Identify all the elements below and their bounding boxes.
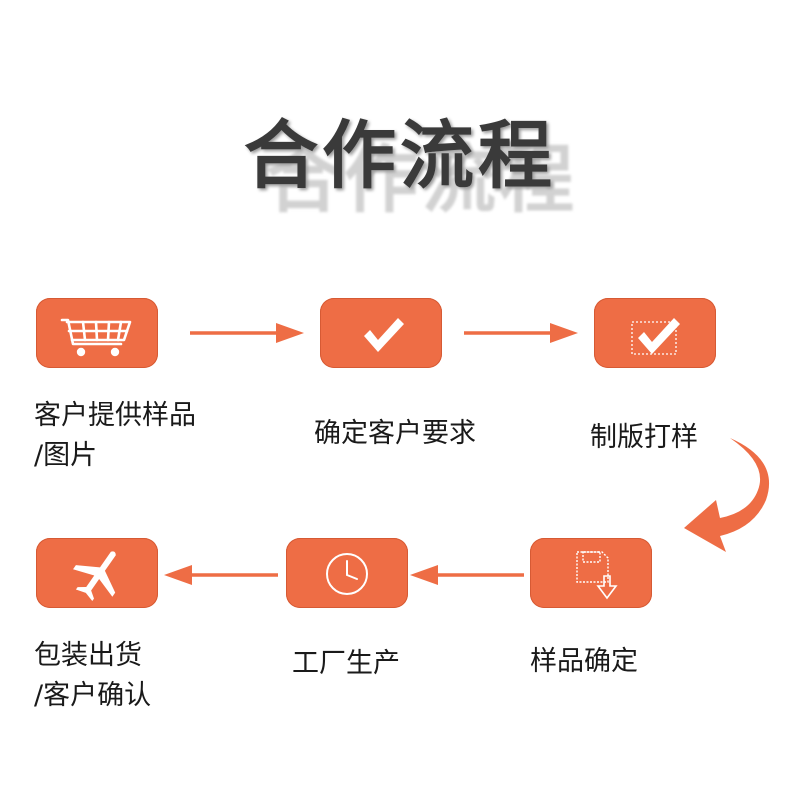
floppy-download-icon — [576, 551, 618, 600]
title-text: 合作流程 — [244, 113, 556, 199]
title-shadow-text: 合作流程 — [266, 137, 578, 223]
step-1-box — [36, 298, 158, 368]
arrow-step4-to-step5 — [410, 565, 524, 585]
step-2-label: 确定客户要求 — [314, 414, 476, 454]
step-1-label: 客户提供样品 /图片 — [34, 396, 196, 476]
step-3-label-line1: 制版打样 — [590, 422, 698, 453]
checkmark-icon — [364, 318, 404, 352]
step-4-label-line1: 样品确定 — [530, 646, 638, 677]
arrow-step5-to-step6 — [164, 565, 278, 585]
step-6-label-line2: /客户确认 — [34, 680, 152, 711]
step-5-label-line1: 工厂生产 — [292, 648, 400, 679]
shopping-cart-icon — [60, 318, 132, 357]
step-6-label: 包装出货 /客户确认 — [34, 636, 151, 716]
step-1-label-line1: 客户提供样品 — [34, 400, 196, 431]
diagram-title: 合作流程 合作流程 — [0, 96, 800, 223]
step-6-label-line1: 包装出货 — [34, 640, 142, 671]
step-1-label-line2: /图片 — [34, 440, 98, 471]
curved-arrow-step3-to-step4 — [684, 438, 770, 552]
step-3-box — [594, 298, 716, 368]
step-5-box — [286, 538, 408, 608]
step-2-box — [320, 298, 442, 368]
step-4-box — [530, 538, 652, 608]
arrow-step1-to-step2 — [190, 323, 304, 343]
airplane-icon — [73, 551, 116, 602]
step-4-label: 样品确定 — [530, 642, 638, 682]
checkbox-check-icon — [631, 318, 680, 355]
step-6-box — [36, 538, 158, 608]
step-5-label: 工厂生产 — [292, 644, 400, 684]
arrow-step2-to-step3 — [464, 323, 578, 343]
clock-icon — [326, 553, 368, 595]
step-2-label-line1: 确定客户要求 — [314, 418, 476, 449]
step-3-label: 制版打样 — [590, 418, 698, 458]
